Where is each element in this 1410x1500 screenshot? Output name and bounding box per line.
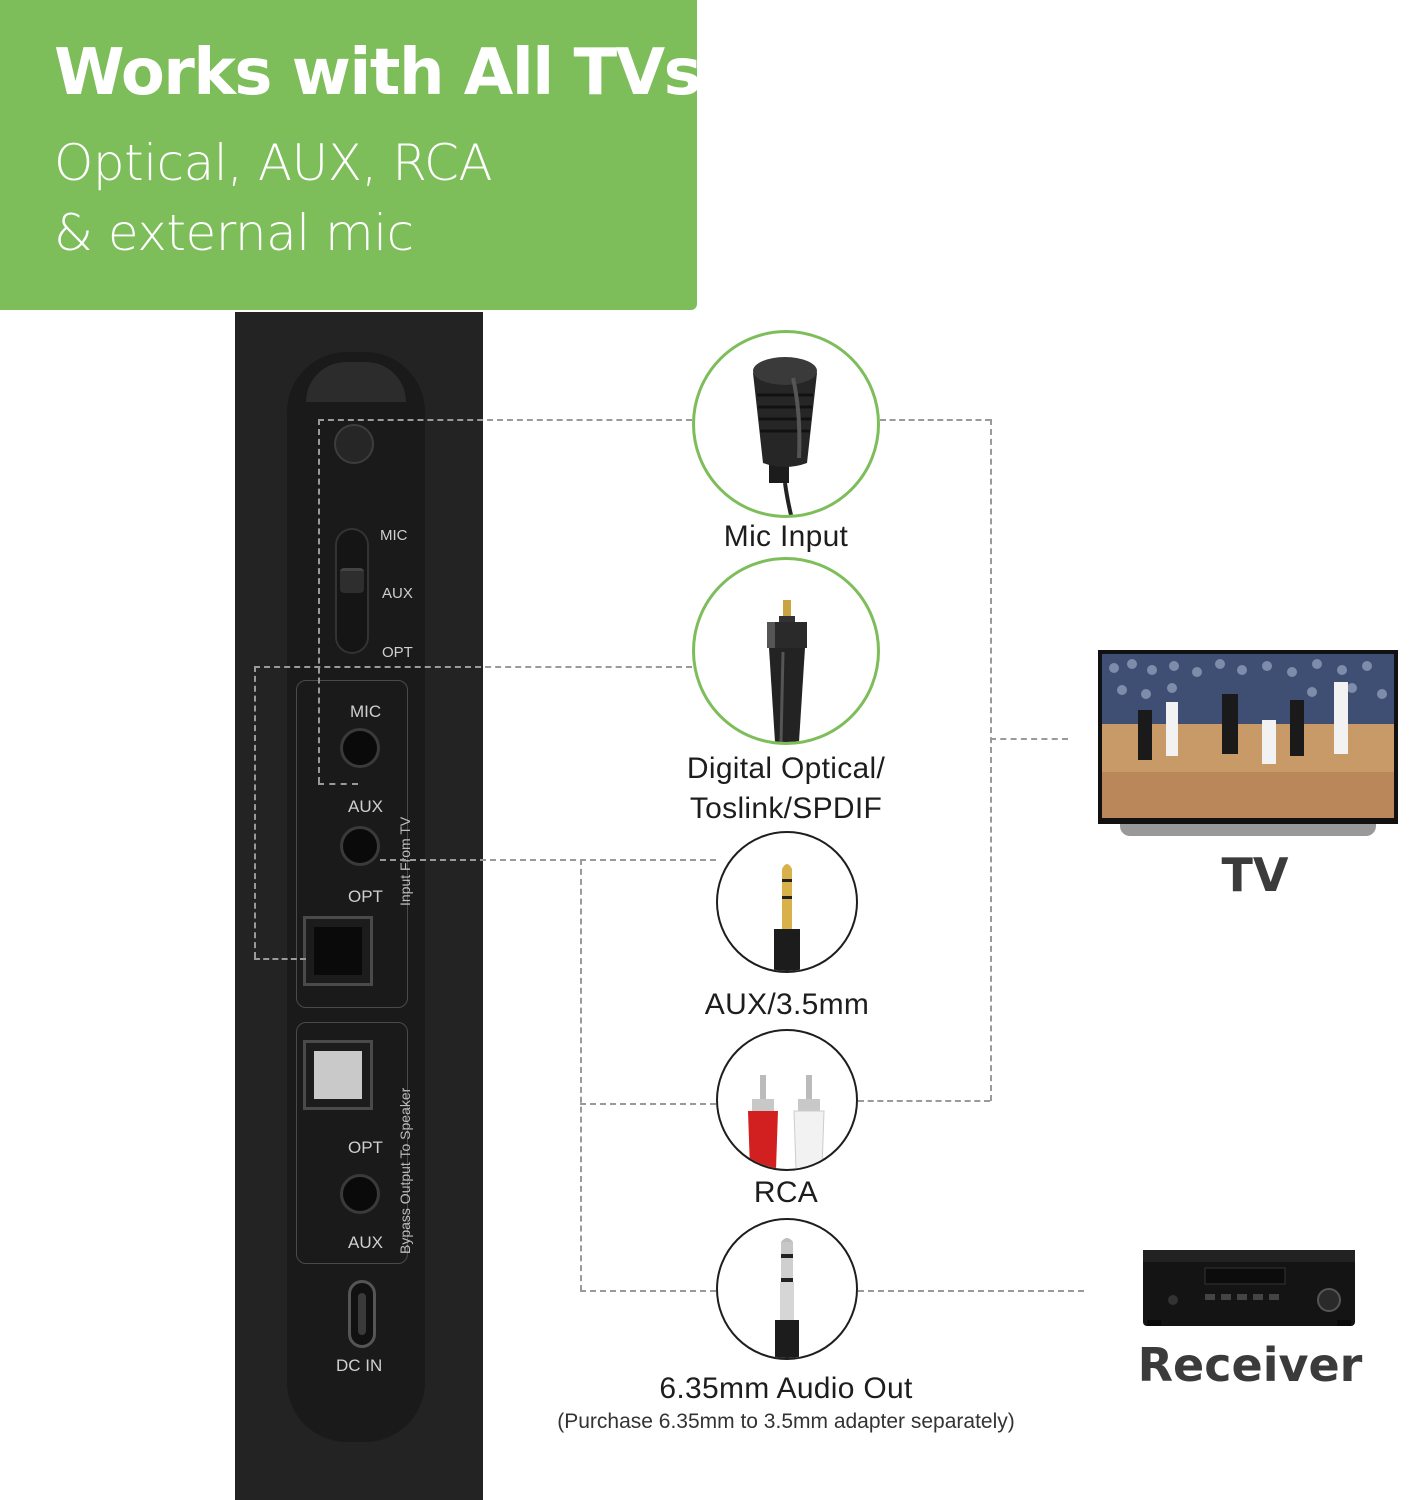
optical-line-bottom xyxy=(254,958,306,960)
mic-line-right xyxy=(880,419,991,421)
tv-bus-line xyxy=(990,419,992,1101)
optical-circle xyxy=(692,557,880,745)
out635-label: 6.35mm Audio Out xyxy=(659,1372,913,1405)
input-label-mic: MIC xyxy=(350,702,382,721)
switch-label-mic: MIC xyxy=(380,527,408,544)
mic-line-top xyxy=(318,419,692,421)
mic-line-left xyxy=(318,419,320,783)
mic-input-jack[interactable] xyxy=(340,728,380,768)
rca-label: RCA xyxy=(753,1176,819,1209)
rca-circle xyxy=(716,1029,858,1171)
optical-input-port[interactable] xyxy=(303,916,373,986)
jack-plug-icon xyxy=(775,1238,799,1358)
dc-in-label: DC IN xyxy=(336,1356,383,1375)
input-selector-switch[interactable] xyxy=(335,528,369,654)
output-label-aux: AUX xyxy=(348,1233,383,1252)
receiver-image xyxy=(1143,1250,1355,1326)
aux-plug-icon xyxy=(774,864,800,971)
device-power-button[interactable] xyxy=(334,424,374,464)
rca-to-tv-line xyxy=(858,1100,990,1102)
mic-input-label: Mic Input xyxy=(723,520,849,553)
input-group-label: Input From TV xyxy=(397,816,413,906)
aux-line xyxy=(380,859,716,861)
aux-output-jack[interactable] xyxy=(340,1174,380,1214)
input-label-opt: OPT xyxy=(348,887,383,906)
microphone-icon xyxy=(753,357,817,515)
out635-line-left xyxy=(580,1290,716,1292)
av-receiver-image xyxy=(1143,1250,1355,1326)
output-group-label: Bypass Output To Speaker xyxy=(397,1087,413,1254)
tv-label: TV xyxy=(1221,848,1289,902)
optical-line-top xyxy=(254,666,692,668)
aux-circle xyxy=(716,831,858,973)
output-group-frame xyxy=(296,1022,408,1264)
usb-c-power-port[interactable] xyxy=(348,1280,376,1348)
receiver-label: Receiver xyxy=(1137,1338,1363,1392)
banner-subtitle-line2: & external mic xyxy=(54,204,414,262)
tv-line xyxy=(990,738,1068,740)
header-banner: Works with All TVs Optical, AUX, RCA & e… xyxy=(0,0,702,310)
tv-screen-basketball-image xyxy=(1102,654,1394,818)
input-group-frame xyxy=(296,680,408,1008)
switch-knob[interactable] xyxy=(340,568,364,593)
switch-label-aux: AUX xyxy=(382,585,413,602)
rca-line xyxy=(580,1103,716,1105)
receiver-line xyxy=(858,1290,1084,1292)
optical-line-left xyxy=(254,666,256,958)
switch-label-opt: OPT xyxy=(382,644,413,661)
banner-title: Works with All TVs xyxy=(54,36,702,110)
optical-cable-icon xyxy=(767,600,807,742)
device-panel-highlight xyxy=(306,362,406,402)
input-label-aux: AUX xyxy=(348,797,383,816)
tv-image xyxy=(1098,650,1398,824)
mic-input-circle xyxy=(692,330,880,518)
tv-stand xyxy=(1120,824,1376,836)
mic-line-bottom xyxy=(318,783,358,785)
output-bus-line xyxy=(580,859,582,1291)
output-label-opt: OPT xyxy=(348,1138,383,1157)
optical-label-line1: Digital Optical/ xyxy=(686,752,886,785)
rca-plug-icon xyxy=(748,1075,825,1169)
optical-output-port[interactable] xyxy=(303,1040,373,1110)
aux-label: AUX/3.5mm xyxy=(704,988,870,1021)
optical-label-line2: Toslink/SPDIF xyxy=(689,792,883,825)
aux-input-jack[interactable] xyxy=(340,826,380,866)
banner-subtitle-line1: Optical, AUX, RCA xyxy=(54,134,493,192)
adapter-note: (Purchase 6.35mm to 3.5mm adapter separa… xyxy=(557,1410,1015,1433)
out635-circle xyxy=(716,1218,858,1360)
